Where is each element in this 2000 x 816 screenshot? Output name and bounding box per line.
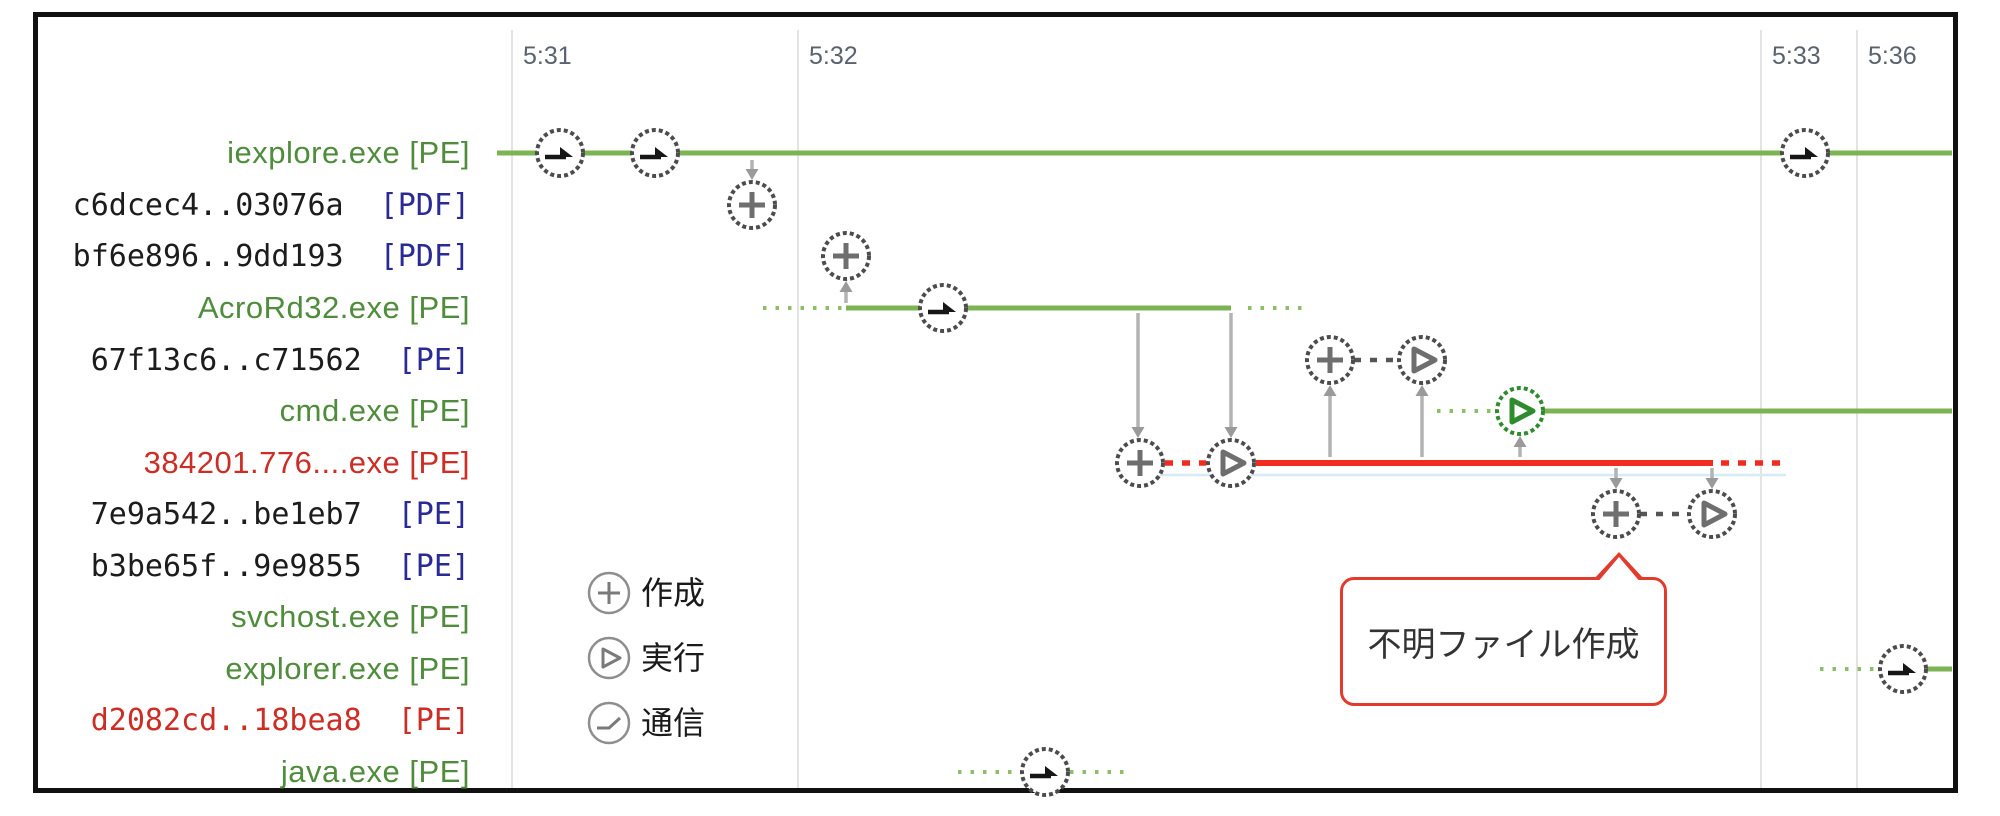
process-row-label[interactable]: bf6e896..9dd193 [PDF] (73, 239, 470, 274)
event-link-arrowhead (1513, 436, 1527, 447)
callout-text: 不明ファイル作成 (1367, 626, 1640, 664)
create-event-icon[interactable] (727, 180, 777, 230)
event-link-arrowhead (745, 169, 759, 180)
legend-label-communicate: 通信 (641, 705, 706, 741)
event-link-arrowhead (839, 281, 853, 292)
communication-event-icon[interactable] (535, 128, 585, 178)
event-link-arrowhead (1323, 385, 1337, 396)
create-event-icon[interactable] (1305, 335, 1355, 385)
process-row-label[interactable]: java.exe [PE] (280, 754, 470, 789)
legend-item-create: 作成 (587, 571, 705, 615)
process-row-label[interactable]: iexplore.exe [PE] (227, 135, 470, 170)
create-event-icon[interactable] (1115, 438, 1165, 488)
legend-item-execute: 実行 (587, 636, 705, 680)
communication-event-icon[interactable] (918, 283, 968, 333)
communicate-icon (587, 701, 631, 745)
legend-label-create: 作成 (641, 575, 706, 611)
process-row-label[interactable]: explorer.exe [PE] (225, 651, 470, 686)
execute-event-icon[interactable] (1397, 335, 1447, 385)
event-link-arrowhead (1415, 385, 1429, 396)
time-tick-label: 5:31 (523, 42, 572, 70)
process-row-label[interactable]: c6dcec4..03076a [PDF] (73, 188, 470, 223)
time-tick-label: 5:33 (1772, 42, 1821, 70)
create-event-icon[interactable] (821, 231, 871, 281)
process-row-label[interactable]: svchost.exe [PE] (231, 599, 470, 634)
legend-label-execute: 実行 (641, 640, 706, 676)
create-icon (587, 571, 631, 615)
execute-icon (587, 636, 631, 680)
process-row-label[interactable]: 7e9a542..be1eb7 [PE] (91, 497, 470, 532)
communication-event-icon[interactable] (1878, 644, 1928, 694)
legend: 作成 実行 通信 (587, 571, 705, 745)
event-link-arrowhead (1131, 427, 1145, 438)
process-row-label[interactable]: 67f13c6..c71562 [PE] (91, 343, 470, 378)
process-row-label[interactable]: 384201.776....exe [PE] (144, 445, 470, 480)
time-tick-label: 5:36 (1868, 42, 1917, 70)
execute-event-icon[interactable] (1206, 438, 1256, 488)
communication-event-icon[interactable] (1020, 747, 1070, 797)
create-event-icon[interactable] (1591, 489, 1641, 539)
communication-event-icon[interactable] (630, 128, 680, 178)
process-row-label[interactable]: b3be65f..9e9855 [PE] (91, 549, 470, 584)
process-row-label[interactable]: d2082cd..18bea8 [PE] (91, 703, 470, 738)
communication-event-icon[interactable] (1780, 128, 1830, 178)
process-row-label[interactable]: cmd.exe [PE] (280, 393, 470, 428)
callout-bubble: 不明ファイル作成 (1340, 552, 1667, 706)
execute-event-icon-green[interactable] (1495, 386, 1545, 436)
execute-event-icon[interactable] (1687, 489, 1737, 539)
event-link-arrowhead (1224, 427, 1238, 438)
time-tick-label: 5:32 (809, 42, 858, 70)
event-link-arrowhead (1705, 478, 1719, 489)
process-row-label[interactable]: AcroRd32.exe [PE] (198, 290, 470, 325)
event-link-arrowhead (1609, 478, 1623, 489)
legend-item-communicate: 通信 (587, 701, 705, 745)
